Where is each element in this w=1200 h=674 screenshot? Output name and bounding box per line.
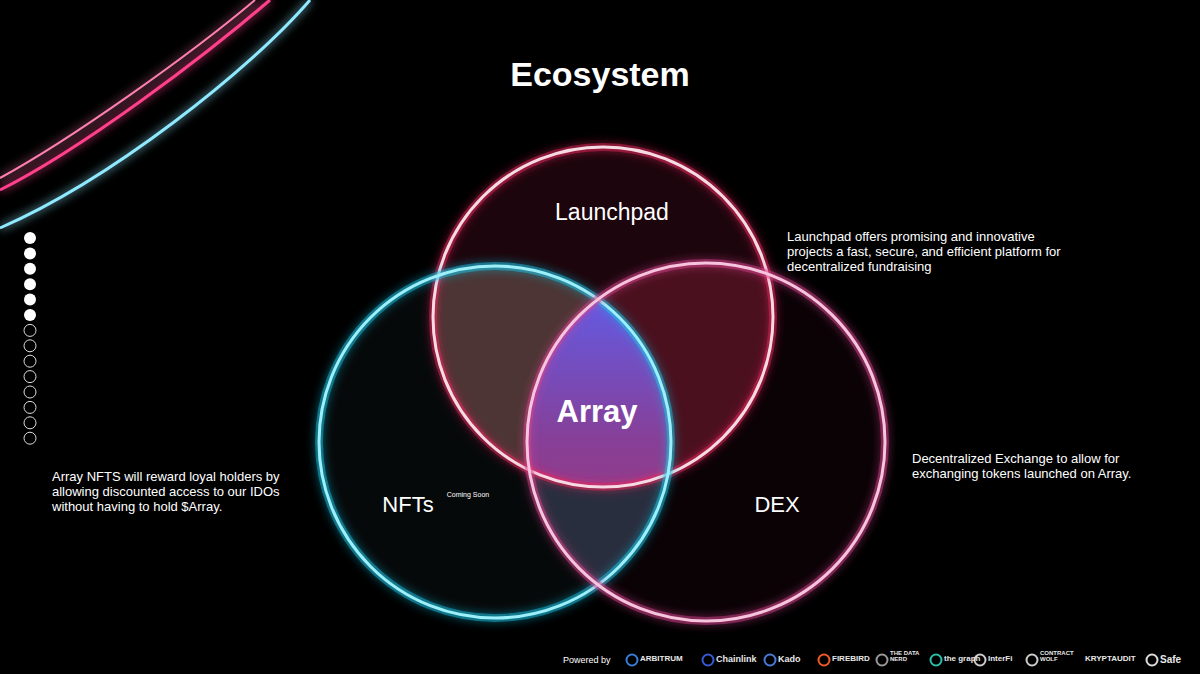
logo-icon <box>877 655 888 666</box>
description-text: Array NFTS will reward loyal holders by … <box>52 469 322 514</box>
logo-icon <box>627 655 638 666</box>
diagram-title: Ecosystem <box>0 55 1200 94</box>
slide-dot <box>24 371 36 383</box>
circle-outline <box>526 262 886 622</box>
slide-dot <box>24 247 36 259</box>
logo-name: Kado <box>778 654 801 664</box>
node-title: Launchpad <box>555 199 669 226</box>
circle-outline <box>318 265 672 619</box>
logo-name: FIREBIRD <box>832 654 870 663</box>
node-title: NFTs <box>382 492 433 518</box>
slide-dot <box>24 432 36 444</box>
logo-name: CONTRACT WOLF <box>1040 650 1074 662</box>
node-note: Coming Soon <box>447 491 489 498</box>
description-text: Decentralized Exchange to allow for exch… <box>912 451 1182 481</box>
slide-dot <box>24 324 36 336</box>
slide-dot <box>24 309 36 321</box>
circle-outline <box>432 146 774 488</box>
slide-dot <box>24 263 36 275</box>
slide-dot <box>24 340 36 352</box>
node-title: DEX <box>754 492 799 518</box>
slide-dot <box>24 232 36 244</box>
slide-dot <box>24 278 36 290</box>
slide-dots <box>24 232 36 444</box>
logo-name: Safe <box>1160 654 1181 665</box>
slide-dot <box>24 401 36 413</box>
powered-by: Powered by <box>563 655 611 665</box>
slide-dot <box>24 294 36 306</box>
logo-name: the graph <box>944 654 980 663</box>
logo-name: Chainlink <box>716 654 757 664</box>
dex-circle: DEX <box>526 262 886 622</box>
logo-name: InterFi <box>988 654 1012 663</box>
logo-name: KRYPTAUDIT <box>1085 654 1136 663</box>
logo-icon <box>1147 655 1158 666</box>
logo-icon <box>703 655 714 666</box>
slide-dot <box>24 355 36 367</box>
logo-icon <box>931 655 942 666</box>
description-text: Launchpad offers promising and innovativ… <box>787 229 1077 274</box>
launchpad-circle: Launchpad <box>432 146 774 488</box>
logo-icon <box>819 655 830 666</box>
logo-name: THE DATA NERD <box>890 650 928 662</box>
logo-name: ARBITRUM <box>640 654 683 663</box>
slide-dot <box>24 386 36 398</box>
logo-icon <box>1027 655 1038 666</box>
node-title: Array <box>557 394 638 430</box>
logo-icon <box>765 655 776 666</box>
slide-dot <box>24 417 36 429</box>
nfts-circle: NFTs Coming Soon <box>318 265 672 619</box>
